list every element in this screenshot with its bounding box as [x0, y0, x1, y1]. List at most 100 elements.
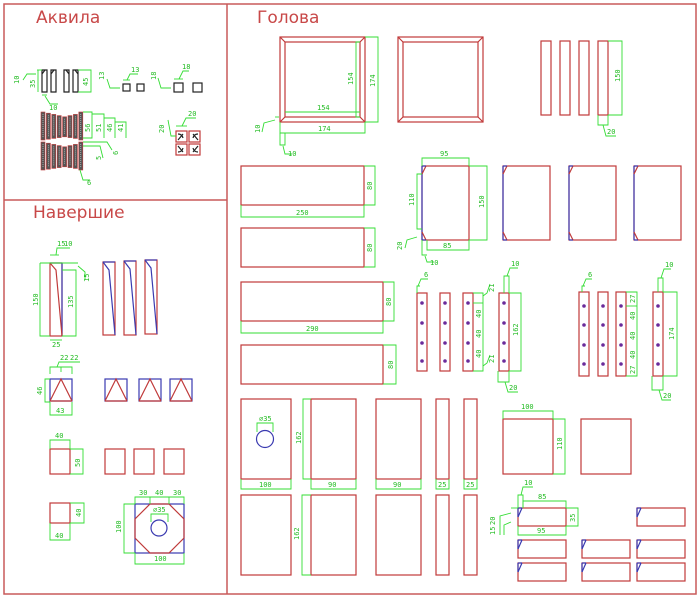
dim-label: 174 [318, 125, 331, 133]
dim-label: 15 [57, 240, 65, 248]
dim-leader [504, 381, 518, 393]
dim-leader [582, 278, 592, 287]
taper-line [102, 261, 116, 336]
golova-panels [421, 165, 682, 241]
dim-line [383, 344, 397, 385]
bar-hole [601, 343, 605, 347]
dim-line [517, 494, 524, 508]
dim-leader [181, 117, 196, 127]
dim-line [70, 502, 85, 524]
dim-label: 20 [607, 128, 615, 136]
dim-label: 20 [509, 384, 517, 392]
navershie-boxes: 40 50 40 40 [49, 432, 185, 541]
dim-line [509, 292, 522, 372]
dim-label: 46 [36, 387, 44, 395]
dim-label: 22 [60, 354, 68, 362]
bar-hole [443, 341, 447, 345]
brick-outline [581, 539, 631, 559]
block-part [310, 398, 357, 480]
section-title-navershie: Навершие [33, 203, 125, 223]
bar-hole [619, 362, 623, 366]
bar-hole [502, 321, 506, 325]
dim-label: 100 [521, 403, 534, 411]
golova-squares: 100 110 [502, 403, 632, 475]
bar-hole [502, 359, 506, 363]
dim-leader [658, 389, 671, 401]
small-brick [581, 562, 631, 582]
panel-outline [633, 165, 682, 241]
dim-line [421, 157, 470, 166]
square-part [122, 83, 131, 92]
dim-leader [56, 361, 80, 368]
dim-label: ⌀35 [153, 506, 166, 514]
dim-leader [417, 278, 428, 287]
dim-line [83, 145, 104, 159]
dim-line [383, 281, 395, 322]
corner-part [175, 143, 188, 156]
bar-hole [502, 301, 506, 305]
bar-outline [439, 292, 451, 372]
frame-inner [284, 41, 361, 118]
akvila-feathers: 10 35 10 45 [13, 69, 92, 112]
navershie-octagon: 30 40 30 ⌀35 100 100 [115, 489, 185, 565]
bar-hole [601, 323, 605, 327]
bar-part [439, 292, 451, 372]
dim-leader [482, 283, 491, 297]
dim-leader [22, 73, 36, 81]
bar-hole [466, 341, 470, 345]
panel-chamfer [421, 231, 427, 241]
feather-part [41, 69, 48, 93]
dim-label: 10 [49, 104, 57, 112]
small-brick [636, 507, 686, 527]
dim-label: 25 [466, 481, 474, 489]
block-part [240, 494, 292, 576]
dim-leader [126, 73, 138, 81]
dim-label: 13 [98, 72, 106, 80]
golova-planks: 80 250 80 80 290 80 [240, 165, 397, 385]
dim-label: 50 [74, 459, 82, 467]
bar-hole [443, 301, 447, 305]
dim-label: 18 [182, 63, 190, 71]
golova-small-bricks [517, 507, 686, 582]
dim-label: 80 [366, 182, 374, 190]
small-brick [517, 507, 567, 527]
center-hole [150, 519, 168, 537]
dim-label: 100 [115, 520, 123, 533]
corner-arc [177, 133, 184, 141]
triangle-shape [104, 377, 128, 402]
bar-hole [656, 343, 660, 347]
triangle-box [138, 378, 162, 402]
dim-line [240, 205, 365, 218]
block-part [375, 398, 422, 480]
dim-line [49, 439, 71, 449]
box-part [49, 502, 71, 524]
dim-leader [157, 77, 171, 89]
bar-part [652, 291, 664, 377]
small-brick [636, 562, 686, 582]
brick-chamfer [636, 562, 642, 573]
bar-part [416, 292, 428, 372]
dim-label: 85 [443, 242, 451, 250]
feather-part [72, 69, 79, 93]
bar-hole [582, 323, 586, 327]
taper-line [49, 262, 63, 337]
dim-label: 10 [13, 76, 21, 84]
dim-label: 150 [478, 195, 486, 208]
square-part [136, 83, 145, 92]
dim-line [39, 263, 50, 337]
bar-hole [601, 304, 605, 308]
dim-label: 40 [629, 332, 637, 340]
bar-hole [656, 304, 660, 308]
block-part [310, 494, 357, 576]
dim-label: 27 [629, 366, 637, 374]
dim-leader [178, 70, 189, 80]
bar-hole [582, 362, 586, 366]
box-part [104, 448, 126, 475]
bar-hole [443, 321, 447, 325]
dim-label: 80 [387, 361, 395, 369]
akvila-wings [40, 111, 84, 171]
bar-outline [578, 291, 590, 377]
dim-label: 15 [83, 274, 91, 282]
wing-strip [73, 144, 78, 169]
wing-strip [46, 112, 51, 140]
